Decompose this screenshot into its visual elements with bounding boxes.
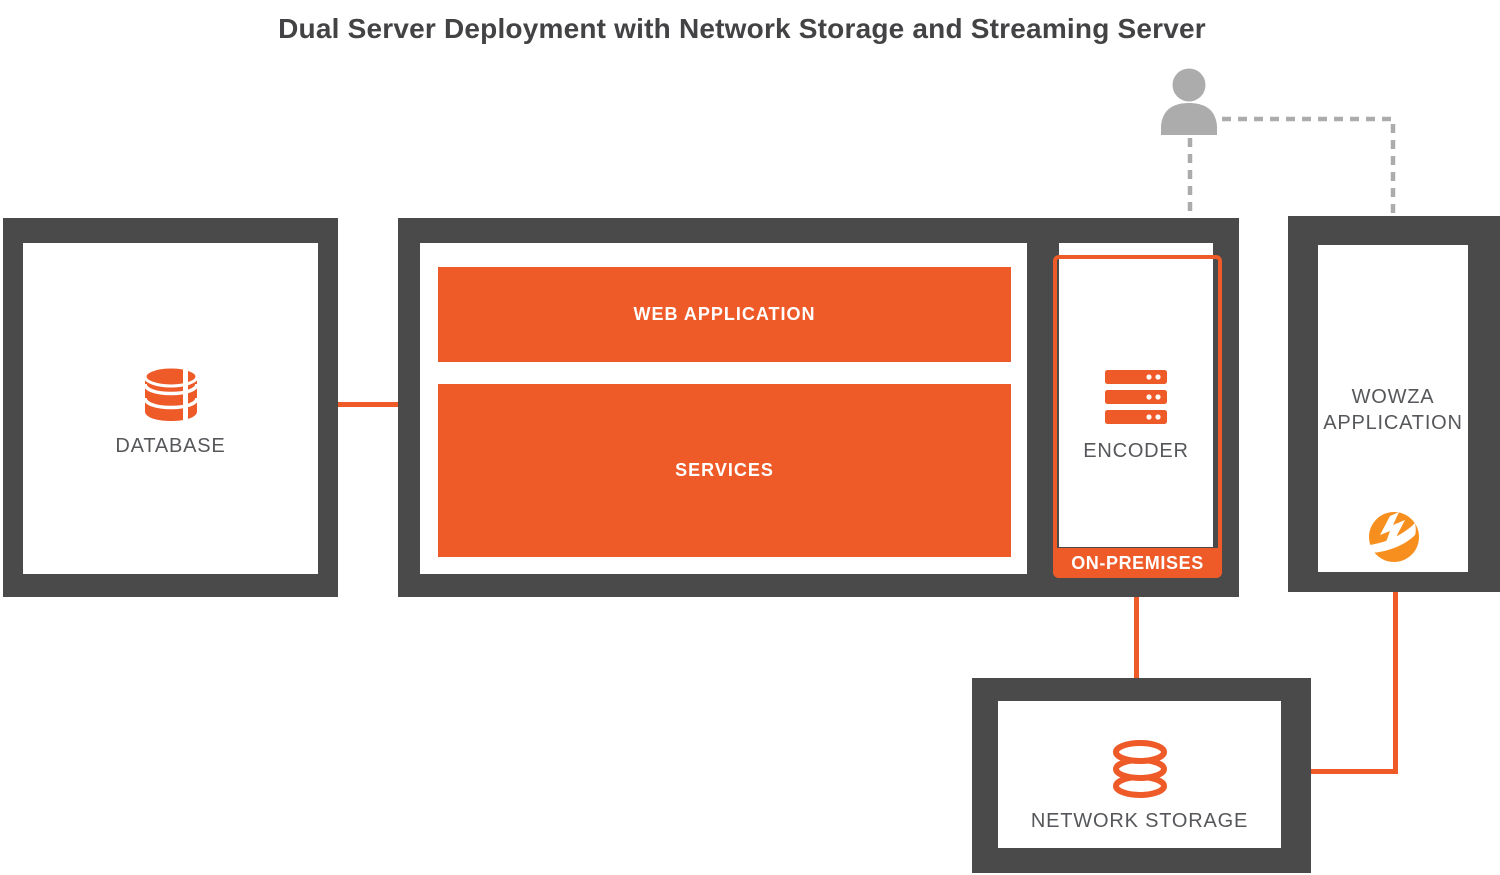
on-premises-outline: ON-PREMISES — [1053, 255, 1222, 578]
server-rack-icon — [1105, 370, 1167, 424]
services-label: SERVICES — [675, 460, 774, 480]
wowza-application-panel: WOWZA APPLICATION — [1318, 245, 1468, 572]
wowza-label-line2: APPLICATION — [1323, 412, 1463, 434]
application-server-panel: WEB APPLICATION SERVICES — [420, 243, 1027, 574]
on-premises-badge: ON-PREMISES — [1053, 548, 1222, 578]
diagram-title: Dual Server Deployment with Network Stor… — [278, 13, 1206, 44]
user-to-wowza-dashed-line — [1222, 116, 1396, 214]
application-server-node: WEB APPLICATION SERVICES ENCODER — [398, 218, 1239, 597]
wowza-application-label: WOWZA APPLICATION — [1318, 384, 1468, 436]
database-panel: DATABASE — [23, 243, 318, 574]
services-block: SERVICES — [438, 384, 1011, 557]
web-application-block: WEB APPLICATION — [438, 267, 1011, 362]
wowza-to-storage-line — [1311, 592, 1398, 774]
storage-stack-icon — [1112, 740, 1167, 798]
database-label: DATABASE — [115, 435, 226, 457]
database-node: DATABASE — [3, 218, 338, 597]
web-application-label: WEB APPLICATION — [633, 304, 816, 324]
encoder-label: ENCODER — [1083, 440, 1189, 462]
database-icon — [142, 367, 199, 421]
network-storage-node: NETWORK STORAGE — [972, 678, 1311, 873]
wowza-label-line1: WOWZA — [1351, 386, 1435, 408]
person-icon — [1161, 68, 1217, 135]
network-storage-panel: NETWORK STORAGE — [998, 701, 1281, 848]
wowza-logo-icon — [1369, 512, 1419, 562]
wowza-application-node: WOWZA APPLICATION — [1288, 216, 1500, 592]
encoder-panel: ENCODER — [1059, 243, 1213, 547]
network-storage-label: NETWORK STORAGE — [1030, 810, 1249, 832]
